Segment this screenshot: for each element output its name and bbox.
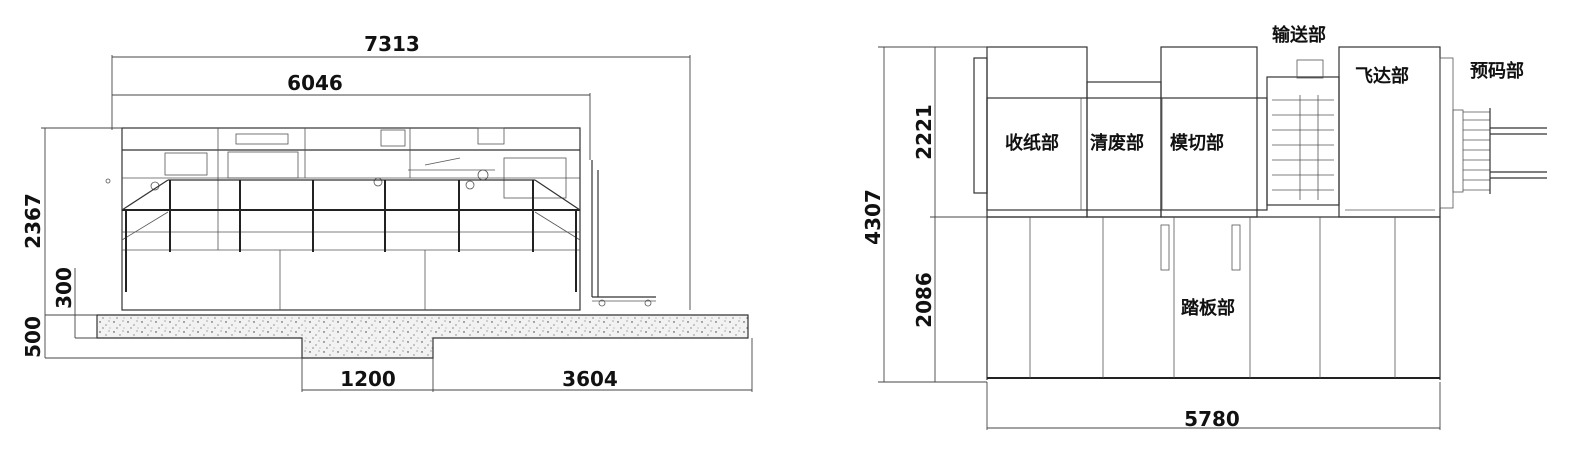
top-dimensions — [878, 46, 1441, 430]
dim-pit-depth: 300 — [52, 267, 76, 309]
label-platform: 踏板部 — [1181, 297, 1235, 319]
label-pre-stack: 预码部 — [1470, 60, 1524, 82]
safety-railing — [121, 179, 581, 292]
pre-stack-cart — [591, 160, 656, 307]
platform-lower — [986, 217, 1441, 380]
side-view: 7313 6046 2367 300 500 1200 3604 — [21, 32, 753, 392]
dim-floor-length: 3604 — [562, 367, 618, 391]
dim-total-width: 4307 — [861, 189, 885, 245]
label-conveyor: 输送部 — [1272, 24, 1326, 46]
side-dimensions — [41, 55, 753, 392]
dim-lower-width: 2086 — [912, 272, 936, 328]
dim-top-length: 5780 — [1184, 407, 1240, 431]
dim-total-height: 2367 — [21, 193, 45, 249]
dim-total-length: 7313 — [364, 32, 420, 56]
conveyor-area — [1266, 59, 1340, 206]
label-stripping: 清废部 — [1090, 132, 1144, 154]
dim-pit-width: 1200 — [340, 367, 396, 391]
dim-upper-width: 2221 — [912, 104, 936, 160]
dim-foundation: 500 — [21, 316, 45, 358]
pre-stack-table — [1452, 108, 1547, 194]
top-view: 2221 4307 2086 5780 收纸部 清废部 模切部 输送部 飞达部 … — [861, 24, 1547, 431]
machine-body-side — [105, 127, 581, 311]
dim-machine-length: 6046 — [287, 71, 343, 95]
label-feeder: 飞达部 — [1355, 65, 1409, 87]
foundation-slab — [96, 314, 749, 359]
label-die-cutting: 模切部 — [1170, 132, 1224, 154]
label-delivery: 收纸部 — [1005, 132, 1059, 154]
